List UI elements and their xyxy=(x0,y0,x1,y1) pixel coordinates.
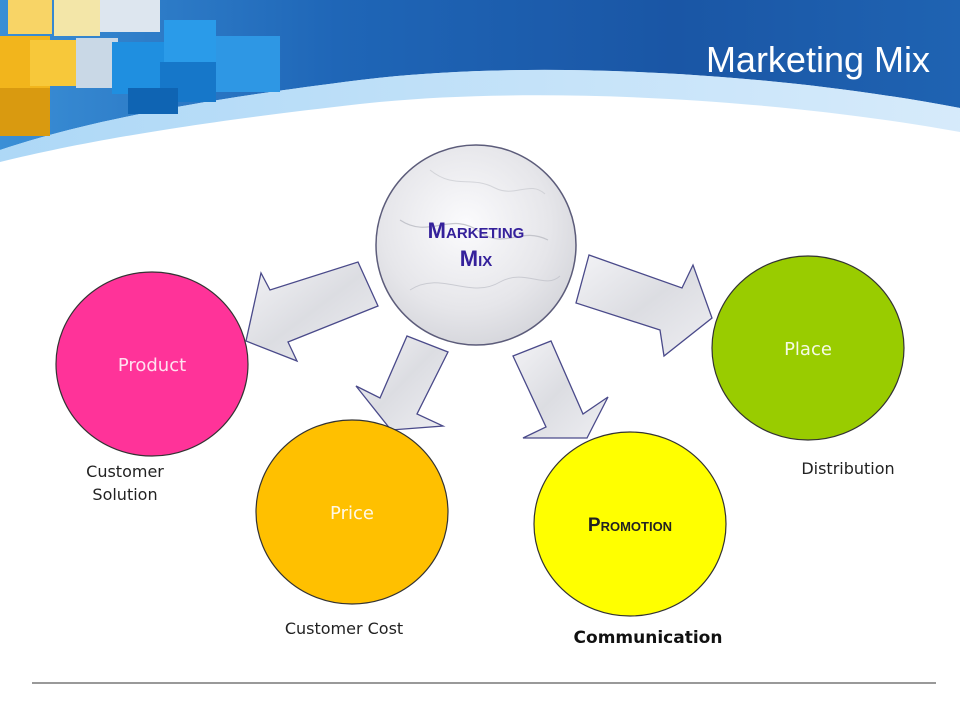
slide-title: Marketing Mix xyxy=(705,39,930,80)
center-label-line2: Mix xyxy=(460,246,493,271)
product-node: Product xyxy=(55,271,249,457)
product-label: Product xyxy=(118,355,186,376)
arrow-to-promotion xyxy=(512,340,609,439)
promotion-node: Promotion xyxy=(533,431,727,617)
place-caption: Distribution xyxy=(801,459,895,478)
promotion-label: Promotion xyxy=(588,515,672,536)
arrow-to-price xyxy=(355,335,449,431)
arrow-to-product xyxy=(245,261,379,363)
promotion-caption: Communication xyxy=(573,628,723,648)
cubes-decoration xyxy=(0,0,280,136)
price-caption: Customer Cost xyxy=(284,619,404,638)
center-node: Marketing Mix xyxy=(375,144,577,346)
price-label: Price xyxy=(330,503,374,524)
place-node: Place xyxy=(711,255,905,441)
place-label: Place xyxy=(784,339,832,360)
arrow-to-place xyxy=(575,254,713,358)
product-caption: Customer Solution xyxy=(86,462,164,504)
center-label-line1: Marketing xyxy=(428,218,525,243)
price-node: Price xyxy=(255,419,449,605)
